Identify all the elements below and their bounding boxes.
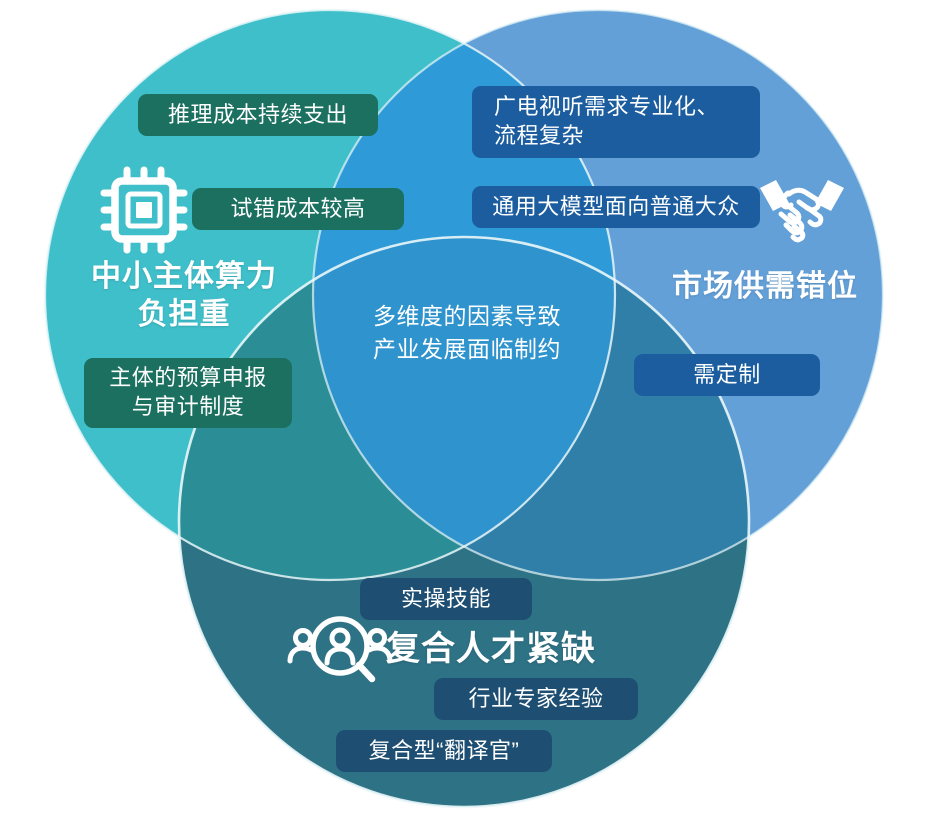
label-bottom-3[interactable]: 复合型“翻译官” <box>336 730 552 772</box>
label-left-3[interactable]: 主体的预算申报 与审计制度 <box>84 358 292 428</box>
circle-bottom-outline <box>177 235 751 809</box>
label-right-3[interactable]: 需定制 <box>634 354 820 396</box>
circle-title-right: 市场供需错位 <box>672 270 858 303</box>
label-right-2[interactable]: 通用大模型面向普通大众 <box>472 186 760 228</box>
circle-title-bottom: 复合人才紧缺 <box>386 630 596 668</box>
label-right-1[interactable]: 广电视听需求专业化、 流程复杂 <box>472 86 760 158</box>
cpu-chip-icon <box>96 162 192 258</box>
talent-search-icon <box>286 614 394 688</box>
label-left-2[interactable]: 试错成本较高 <box>192 188 404 230</box>
circle-title-left: 中小主体算力 负担重 <box>91 260 277 331</box>
center-overlap-text: 多维度的因素导致 产业发展面临制约 <box>373 303 561 362</box>
handshake-icon <box>756 170 848 246</box>
circle-left-outline <box>43 8 617 582</box>
circle-right-outline <box>311 8 885 582</box>
label-bottom-2[interactable]: 行业专家经验 <box>434 678 638 720</box>
label-bottom-1[interactable]: 实操技能 <box>360 578 532 620</box>
label-left-1[interactable]: 推理成本持续支出 <box>138 94 378 136</box>
